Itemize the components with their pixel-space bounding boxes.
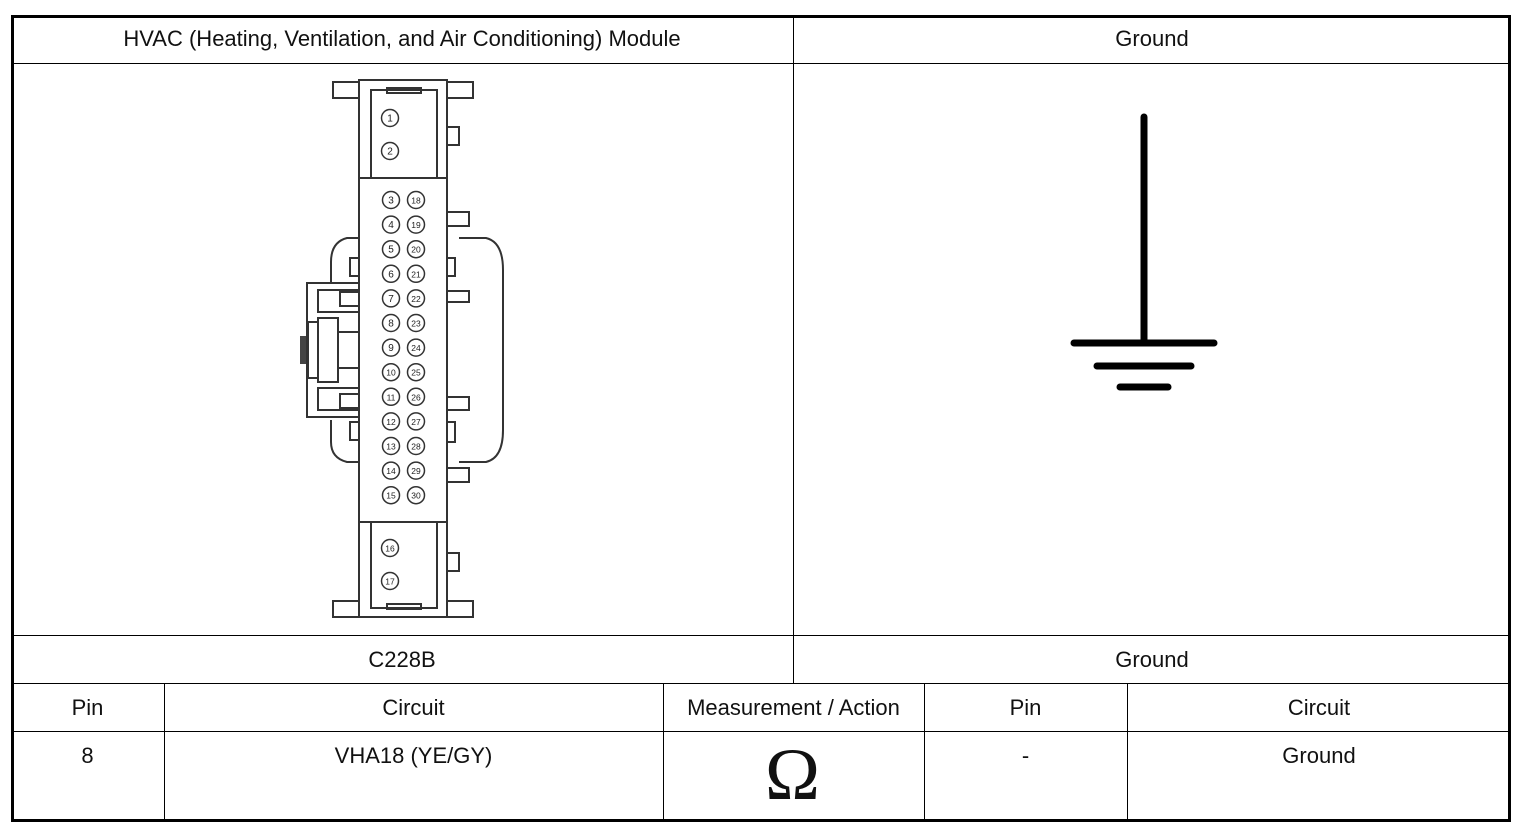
connector-pin: 9 [381,338,401,357]
svg-text:5: 5 [388,245,394,256]
svg-text:25: 25 [411,368,421,378]
svg-text:9: 9 [388,343,394,354]
ground-label: Ground [1115,646,1189,672]
svg-text:30: 30 [411,491,421,501]
connector-pin: 18 [406,190,426,210]
svg-text:26: 26 [411,392,421,402]
connector-pin: 10 [381,362,401,382]
header-pin-2: Pin [1009,694,1042,720]
connector-pin: 29 [406,461,426,480]
header-measurement: Measurement / Action [687,694,900,720]
row-divider [11,683,1511,684]
connector-pin: 4 [381,215,401,234]
column-divider [663,683,664,822]
connector-pin: 6 [381,264,401,284]
connector-pin: 8 [381,313,401,333]
column-divider [1127,683,1128,822]
svg-text:7: 7 [388,294,394,305]
cell-pin-2: - [1021,743,1030,768]
svg-text:21: 21 [411,269,421,279]
connector-pin: 20 [406,239,426,259]
connector-pin: 28 [406,436,426,456]
connector-pin: 11 [381,387,401,407]
connector-pin: 2 [380,141,400,161]
svg-text:27: 27 [411,417,421,427]
latch-release [300,336,306,364]
connector-pin: 25 [406,362,426,382]
svg-text:3: 3 [388,196,394,207]
svg-text:29: 29 [411,466,421,476]
svg-text:18: 18 [411,196,421,206]
column-divider [164,683,165,822]
connector-pin: 14 [381,461,401,480]
connector-pin: 30 [406,485,426,505]
svg-text:19: 19 [411,220,421,230]
svg-text:22: 22 [411,294,421,304]
connector-pin: 19 [406,215,426,234]
cell-pin: 8 [81,743,94,768]
svg-text:4: 4 [388,220,394,231]
svg-text:20: 20 [411,245,421,255]
connector-pin: 15 [381,485,401,505]
connector-pin: 7 [381,289,401,308]
row-divider [11,635,1511,636]
row-divider [11,731,1511,732]
module-title: HVAC (Heating, Ventilation, and Air Cond… [123,26,681,51]
header-pin: Pin [71,694,104,720]
ground-icon [1070,113,1218,391]
header-circuit: Circuit [382,694,445,720]
ohm-icon: Ω [765,734,820,816]
column-divider [924,683,925,822]
connector-pin: 26 [406,387,426,407]
svg-text:12: 12 [386,417,396,427]
cell-circuit: VHA18 (YE/GY) [334,743,493,768]
connector-pin: 22 [406,289,426,308]
connector-pin: 16 [380,538,400,558]
diagnostic-table [11,15,1511,822]
svg-text:17: 17 [385,577,395,587]
connector-pin: 5 [381,239,401,259]
connector-pin: 23 [406,313,426,333]
connector-pin: 3 [381,190,401,210]
connector-pin: 12 [381,412,401,431]
svg-text:15: 15 [386,491,396,501]
connector-pin: 21 [406,264,426,284]
connector-pin: 17 [380,571,400,591]
svg-text:23: 23 [411,319,421,329]
connector-label: C228B [368,646,436,672]
connector-diagram: 1234567891011121314151819202122232425262… [300,79,504,618]
cell-circuit-2: Ground [1282,743,1356,768]
connector-pin: 24 [406,338,426,357]
column-divider [793,15,794,683]
svg-text:8: 8 [388,319,394,330]
svg-text:1: 1 [387,114,393,125]
connector-pin: 13 [381,436,401,456]
svg-text:13: 13 [386,442,396,452]
row-divider [11,63,1511,64]
svg-text:10: 10 [386,368,396,378]
connector-pin: 27 [406,412,426,431]
svg-text:16: 16 [385,544,395,554]
svg-text:28: 28 [411,442,421,452]
ground-title: Ground [1115,26,1189,51]
svg-text:24: 24 [411,343,421,353]
svg-text:6: 6 [388,269,394,280]
svg-text:2: 2 [387,147,393,158]
connector-pin: 1 [380,108,400,128]
svg-text:11: 11 [387,392,396,402]
svg-text:14: 14 [386,466,396,476]
header-circuit-2: Circuit [1287,694,1351,720]
